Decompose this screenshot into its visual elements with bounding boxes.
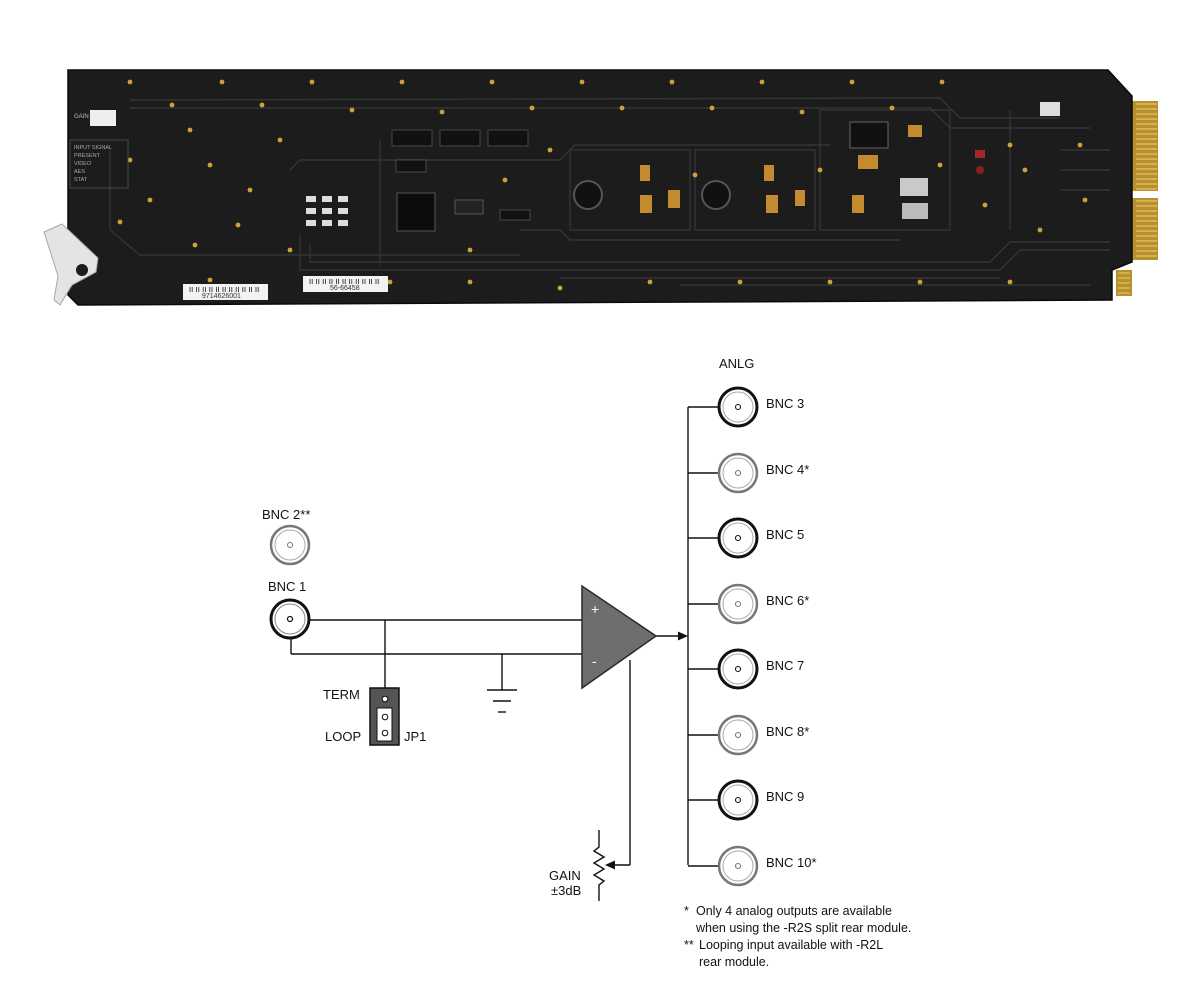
status-line: AES (74, 169, 85, 175)
bnc-connector-output-3[interactable] (717, 386, 759, 428)
gain-potentiometer-icon[interactable] (592, 830, 606, 901)
gain-range-label: ±3dB (551, 883, 581, 898)
status-line: PRESENT (74, 153, 101, 159)
footnote-1-line-1: Only 4 analog outputs are available (696, 904, 892, 918)
main-processor-chip (396, 192, 436, 232)
pcb-components: GAIN INPUT SIGNAL PRESENT VIDEO AES STAT 971… (69, 102, 1060, 300)
bnc-2-label: BNC 2** (262, 507, 310, 522)
inductor-1 (573, 180, 603, 210)
bnc-connector-input-2[interactable] (269, 524, 311, 566)
status-line: VIDEO (74, 161, 92, 167)
bnc-1-label: BNC 1 (268, 579, 306, 594)
bnc-connector-input-1[interactable] (269, 598, 311, 640)
bnc-connector-output-8[interactable] (717, 714, 759, 756)
bnc-connector-output-10[interactable] (717, 845, 759, 887)
loop-label: LOOP (325, 729, 361, 744)
bnc-connector-output-9[interactable] (717, 779, 759, 821)
edge-connector (1116, 101, 1158, 296)
status-line: STAT (74, 177, 88, 183)
gain-label: GAIN (549, 868, 581, 883)
bnc-output-label: BNC 5 (766, 527, 804, 542)
footnotes: * Only 4 analog outputs are available wh… (684, 903, 984, 971)
circuit-board: GAIN INPUT SIGNAL PRESENT VIDEO AES STAT 971… (43, 69, 1158, 306)
inductor-2 (701, 180, 731, 210)
status-line: INPUT SIGNAL (74, 145, 112, 151)
footnote-1-mark: * (684, 904, 689, 918)
barcode-text-right: 56-66458 (330, 285, 360, 292)
tantalum-capacitors (640, 125, 922, 213)
jumper-jp1[interactable] (369, 687, 400, 746)
bnc-output-label: BNC 8* (766, 724, 809, 739)
bnc-output-label: BNC 3 (766, 396, 804, 411)
amplifier-minus-label: - (592, 653, 597, 669)
bnc-connector-output-5[interactable] (717, 517, 759, 559)
footnote-2-mark: ** (684, 938, 694, 952)
barcode-text-left: 9714626001 (202, 293, 241, 300)
signal-wires (290, 406, 718, 870)
amplifier-plus-label: + (591, 601, 599, 617)
footnote-1-line-2: when using the -R2S split rear module. (696, 921, 912, 935)
bnc-output-label: BNC 10* (766, 855, 817, 870)
card-ejector[interactable] (43, 223, 99, 306)
footnote-2-line-1: Looping input available with -R2L (699, 938, 884, 952)
bnc-connector-output-7[interactable] (717, 648, 759, 690)
footnote-1: * Only 4 analog outputs are available wh… (684, 903, 984, 937)
ground-symbol-icon (487, 689, 517, 713)
bnc-connector-output-4[interactable] (717, 452, 759, 494)
footnote-2: ** Looping input available with -R2L rea… (684, 937, 984, 971)
footnote-2-line-2: rear module. (699, 955, 770, 969)
bnc-connector-output-6[interactable] (717, 583, 759, 625)
bnc-output-label: BNC 9 (766, 789, 804, 804)
jp1-label: JP1 (404, 729, 426, 744)
bnc-output-label: BNC 6* (766, 593, 809, 608)
bnc-output-label: BNC 7 (766, 658, 804, 673)
anlg-label: ANLG (719, 356, 754, 371)
amplifier-triangle: + - (581, 584, 658, 690)
status-led-labels: INPUT SIGNAL PRESENT VIDEO AES STAT (74, 145, 112, 183)
pcb-outlines (569, 109, 951, 231)
gain-pot-label: GAIN (74, 114, 89, 120)
output-connectors: BNC 3 BNC 4* BNC 5 BNC 6* BNC 7 BNC 8* BNC 9 BN… (717, 386, 817, 887)
term-label: TERM (323, 687, 360, 702)
bnc-output-label: BNC 4* (766, 462, 809, 477)
